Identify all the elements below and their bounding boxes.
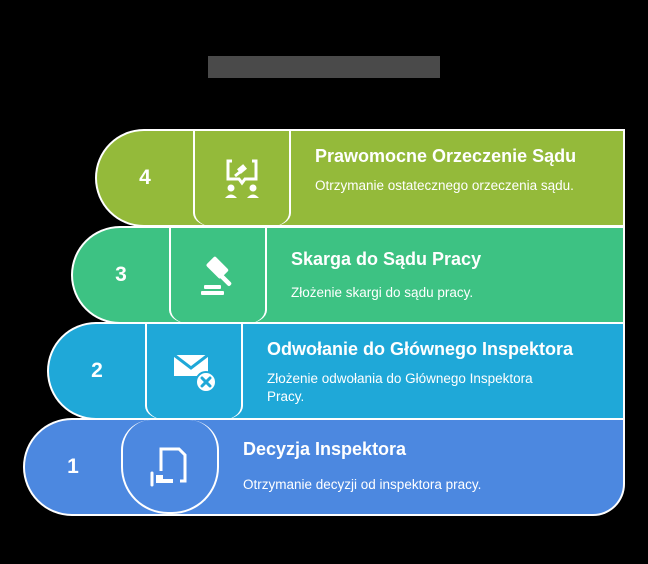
document-hand-icon — [150, 447, 187, 487]
step-description: Otrzymanie decyzji od inspektora pracy. — [243, 477, 482, 492]
step-icon-cell — [193, 131, 291, 225]
step-heading: Skarga do Sądu Pracy — [291, 249, 482, 269]
step-number: 4 — [139, 166, 151, 189]
step-description: Złożenie odwołania do Głównego Inspektor… — [267, 371, 533, 404]
step-1: 1 Decyzja Inspektora Otrzymanie decyzji … — [25, 420, 623, 514]
step-heading: Odwołanie do Głównego Inspektora — [267, 339, 574, 359]
step-number: 3 — [115, 263, 127, 286]
diagram-title — [208, 56, 440, 78]
step-4: 4 Prawomocne Orzeczenie Sądu Otrzymanie … — [97, 131, 623, 225]
gavel-icon — [201, 256, 232, 295]
step-number: 1 — [67, 455, 79, 478]
step-number: 2 — [91, 359, 103, 382]
mail-rejected-icon — [173, 353, 217, 393]
step-heading: Decyzja Inspektora — [243, 439, 407, 459]
step-2: 2 Odwołanie do Głównego Inspektora Złoże… — [49, 324, 623, 418]
step-heading: Prawomocne Orzeczenie Sądu — [315, 146, 577, 166]
court-ruling-icon — [225, 159, 259, 198]
step-description: Złożenie skargi do sądu pracy. — [291, 285, 474, 300]
step-3: 3 Skarga do Sądu Pracy Złożenie skargi d… — [73, 228, 623, 322]
step-icon-cell — [169, 228, 267, 322]
step-description: Otrzymanie ostatecznego orzeczenia sądu. — [315, 178, 574, 193]
step-icon-cell — [145, 324, 243, 418]
step-icon-cell — [121, 420, 219, 514]
